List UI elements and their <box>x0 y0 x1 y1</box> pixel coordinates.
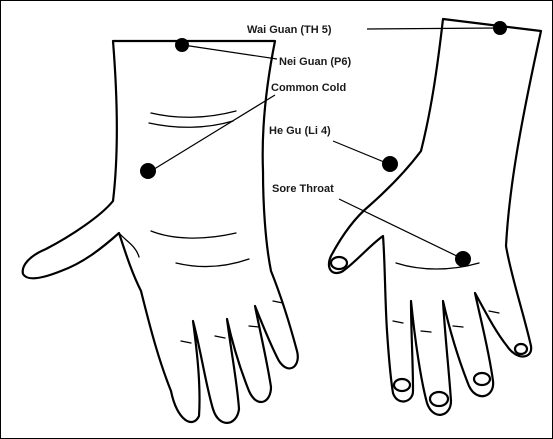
he-gu-label: He Gu (Li 4) <box>269 125 331 137</box>
right-nail-2 <box>430 392 448 406</box>
nei-guan-label: Nei Guan (P6) <box>279 56 351 68</box>
common-cold-label: Common Cold <box>271 82 346 94</box>
right-hand-back <box>329 19 541 415</box>
right-hand-outline <box>329 19 541 415</box>
sore-throat-label: Sore Throat <box>272 183 334 195</box>
right-thumb-nail <box>331 257 347 269</box>
common-cold-point <box>140 163 156 179</box>
he-gu-point <box>382 156 398 172</box>
left-hand-palm <box>23 41 298 423</box>
left-hand-outline <box>23 41 298 423</box>
he-gu-leader <box>333 141 389 164</box>
sore-throat-point <box>455 251 471 267</box>
right-nail-3 <box>474 373 490 385</box>
right-nail-4 <box>515 344 527 354</box>
nei-guan-point <box>175 38 189 52</box>
wai-guan-label: Wai Guan (TH 5) <box>247 24 332 36</box>
right-nail-1 <box>394 379 410 391</box>
wai-guan-point <box>493 21 507 35</box>
